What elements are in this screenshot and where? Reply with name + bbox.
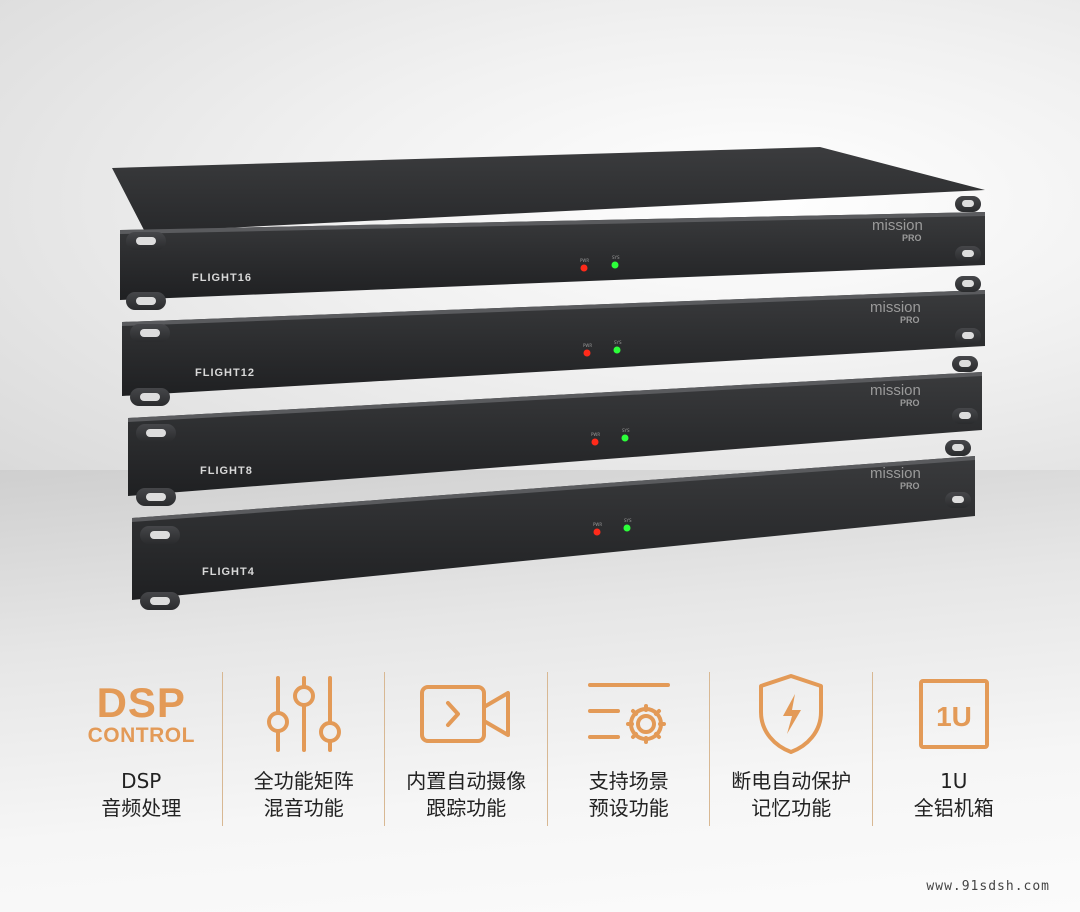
- feature-matrix-mixer: 全功能矩阵 混音功能: [223, 668, 385, 838]
- feature-power-protect: 断电自动保护 记忆功能: [710, 668, 873, 838]
- shield-bolt-icon: [759, 674, 824, 754]
- pwr-led: [591, 438, 599, 446]
- dsp-logo: DSP CONTROL: [88, 668, 195, 760]
- brand-logo: mission: [870, 299, 921, 316]
- divider: [221, 672, 223, 826]
- rack-unit-flight16: FLIGHT16 PWR SYS mission PRO: [120, 196, 985, 310]
- divider: [546, 672, 548, 826]
- svg-text:SYS: SYS: [614, 340, 622, 345]
- rack-1u-icon: 1U: [918, 679, 989, 749]
- svg-text:1U: 1U: [936, 701, 972, 732]
- feature-caption: 支持场景 预设功能: [588, 769, 669, 820]
- svg-text:PRO: PRO: [900, 315, 920, 325]
- divider: [709, 672, 710, 826]
- pwr-led: [583, 349, 591, 357]
- feature-caption: 内置自动摄像 跟踪功能: [406, 769, 527, 820]
- rack-unit-flight4: FLIGHT4 PWR SYS mission PRO: [132, 440, 975, 610]
- dsp-logo-text: DSP: [96, 679, 186, 726]
- feature-auto-camera: 内置自动摄像 跟踪功能: [385, 668, 548, 838]
- top-lid: [112, 147, 985, 232]
- unit-model-label: FLIGHT16: [192, 272, 252, 284]
- feature-caption: 全功能矩阵 混音功能: [253, 769, 354, 820]
- pwr-led: [580, 264, 588, 272]
- svg-text:PRO: PRO: [900, 481, 920, 491]
- mixer-sliders-icon: [266, 676, 341, 752]
- feature-caption: 1U 全铝机箱: [913, 769, 994, 820]
- unit-model-label: FLIGHT4: [202, 566, 255, 578]
- svg-text:PRO: PRO: [902, 233, 922, 243]
- feature-1u-chassis: 1U 1U 全铝机箱: [873, 668, 1036, 838]
- feature-dsp: DSP CONTROL DSP 音频处理: [60, 668, 223, 838]
- svg-text:SYS: SYS: [622, 428, 630, 433]
- pwr-led: [593, 528, 601, 536]
- brand-logo: mission: [870, 465, 921, 482]
- svg-text:PRO: PRO: [900, 398, 920, 408]
- svg-text:PWR: PWR: [580, 258, 589, 263]
- svg-text:SYS: SYS: [612, 255, 620, 260]
- sys-led: [621, 434, 629, 442]
- camera-icon: [420, 685, 511, 743]
- feature-caption: 断电自动保护 记忆功能: [731, 769, 852, 820]
- preset-gear-icon: [587, 683, 670, 744]
- svg-text:PWR: PWR: [593, 522, 602, 527]
- unit-model-label: FLIGHT12: [195, 367, 255, 379]
- brand-logo: mission: [870, 382, 921, 399]
- rack-unit-flight12: FLIGHT12 PWR SYS mission PRO: [122, 276, 985, 406]
- divider: [871, 672, 873, 826]
- sys-led: [611, 261, 619, 269]
- divider: [384, 672, 385, 826]
- watermark: www.91sdsh.com: [926, 879, 1050, 894]
- unit-model-label: FLIGHT8: [200, 465, 253, 477]
- svg-text:PWR: PWR: [583, 343, 592, 348]
- brand-logo: mission: [872, 217, 923, 234]
- feature-caption: DSP 音频处理: [101, 769, 182, 820]
- sys-led: [623, 524, 631, 532]
- feature-row: DSP CONTROL DSP 音频处理 全功能矩阵 混音功: [60, 668, 1035, 838]
- svg-text:PWR: PWR: [591, 432, 600, 437]
- dsp-logo-subtext: CONTROL: [87, 724, 195, 747]
- svg-text:SYS: SYS: [624, 518, 632, 523]
- rack-units-illustration: FLIGHT16 PWR SYS mission PRO FLIGHT12 PW…: [112, 147, 985, 610]
- feature-scene-preset: 支持场景 预设功能: [548, 668, 710, 838]
- sys-led: [613, 346, 621, 354]
- rack-unit-flight8: FLIGHT8 PWR SYS mission PRO: [128, 356, 982, 506]
